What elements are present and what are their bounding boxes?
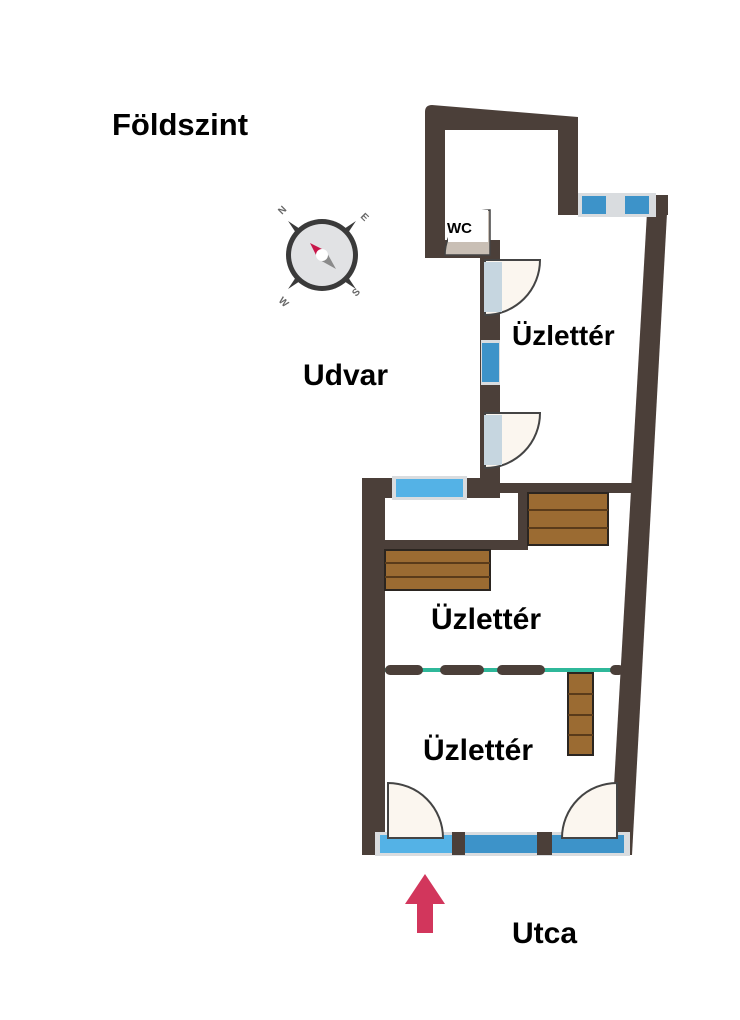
glass-partition <box>385 665 624 675</box>
compass-e: E <box>358 211 371 224</box>
compass-n: N <box>276 204 289 217</box>
compass-w: W <box>276 295 291 310</box>
wc-room: WC <box>444 195 491 256</box>
courtyard-label: Udvar <box>303 359 388 392</box>
room-label-lower: Üzlettér <box>423 734 533 767</box>
floor-title: Földszint <box>112 107 248 142</box>
compass-icon: N E S W <box>276 204 371 310</box>
wc-label: WC <box>447 220 472 237</box>
room-label-middle: Üzlettér <box>431 603 541 636</box>
entrance-arrow-icon <box>405 874 445 933</box>
street-label: Utca <box>512 917 577 950</box>
compass-s: S <box>350 286 363 299</box>
stairs <box>384 492 609 756</box>
room-label-upper: Üzlettér <box>512 320 615 351</box>
doors <box>387 259 618 839</box>
